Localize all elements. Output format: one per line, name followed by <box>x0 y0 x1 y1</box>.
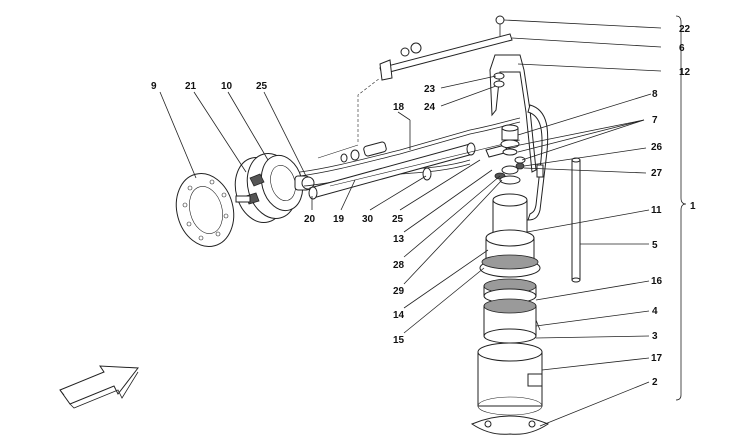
leader-lines <box>159 19 662 427</box>
label-24: 24 <box>424 102 436 113</box>
label-2: 2 <box>652 377 658 388</box>
label-13: 13 <box>393 234 405 245</box>
fitting-stack <box>485 124 526 185</box>
label-27: 27 <box>651 168 663 179</box>
label-18: 18 <box>393 102 405 113</box>
label-14: 14 <box>393 310 405 321</box>
label-29: 29 <box>393 286 405 297</box>
direction-arrow-icon <box>59 365 139 409</box>
label-10: 10 <box>221 81 233 92</box>
label-25-top: 25 <box>256 81 268 92</box>
label-5: 5 <box>652 240 658 251</box>
label-21: 21 <box>185 81 197 92</box>
label-30: 30 <box>362 214 374 225</box>
label-12: 12 <box>679 67 691 78</box>
assembly-bracket <box>675 15 687 401</box>
fuel-lines <box>299 117 521 200</box>
label-28: 28 <box>393 260 405 271</box>
pump-cover <box>234 153 315 223</box>
label-4: 4 <box>652 306 658 317</box>
label-22: 22 <box>679 24 691 35</box>
label-9: 9 <box>151 81 157 92</box>
label-19: 19 <box>333 214 345 225</box>
label-23: 23 <box>424 84 436 95</box>
label-15: 15 <box>393 335 405 346</box>
level-rod <box>571 157 581 283</box>
flange-plate <box>175 173 235 247</box>
label-26: 26 <box>651 142 663 153</box>
pump-bracket <box>489 54 549 221</box>
fuel-pump-body <box>470 193 550 435</box>
label-8: 8 <box>652 89 658 100</box>
support-rail <box>379 15 513 81</box>
label-7: 7 <box>652 115 658 126</box>
part-labels: 22 6 12 8 7 26 27 11 1 5 16 4 3 17 2 23 … <box>151 24 696 388</box>
label-1: 1 <box>690 201 696 212</box>
label-20: 20 <box>304 214 316 225</box>
label-16: 16 <box>651 276 663 287</box>
label-17: 17 <box>651 353 663 364</box>
label-6: 6 <box>679 43 685 54</box>
label-11: 11 <box>651 205 662 216</box>
label-25-bottom: 25 <box>392 214 404 225</box>
label-3: 3 <box>652 331 658 342</box>
